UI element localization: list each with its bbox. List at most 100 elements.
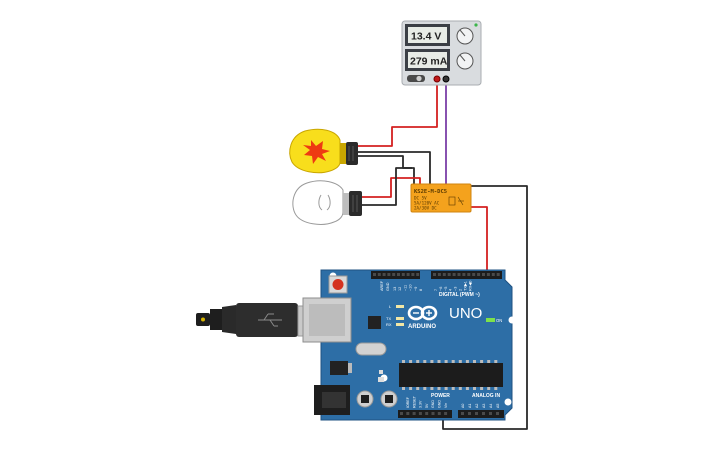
header-pin[interactable] [475, 412, 478, 415]
header-pin[interactable] [392, 273, 396, 276]
header-pin[interactable] [412, 412, 416, 415]
chip-pin [465, 360, 469, 363]
header-pin[interactable] [491, 273, 495, 276]
chip-pin [473, 387, 476, 390]
aref-label: AREF [380, 280, 384, 291]
psu-status-led [474, 23, 478, 27]
chip-pin [416, 360, 420, 363]
header-pin[interactable] [467, 273, 471, 276]
led-tx-label: TX [386, 316, 391, 321]
header-pin[interactable] [461, 412, 464, 415]
header-pin[interactable] [477, 273, 481, 276]
on-label: ON [496, 318, 502, 323]
digital-pin-label: ~9 [414, 287, 418, 291]
power-supply[interactable]: 13.4 V 279 mA [401, 20, 482, 86]
chip-pin [451, 360, 455, 363]
digital-header[interactable] [371, 271, 502, 279]
digital-pin-label: RX◀0 [468, 281, 472, 291]
header-pin[interactable] [444, 412, 448, 415]
wire-bulb1-return[interactable] [357, 151, 431, 186]
digital-pin-label: ~6 [439, 287, 443, 291]
power-pin-label: Vin [444, 403, 448, 408]
header-pin[interactable] [411, 273, 415, 276]
header-pin[interactable] [437, 273, 441, 276]
header-pin[interactable] [462, 273, 466, 276]
power-pin-label: RESET [412, 395, 416, 408]
power-on-led [486, 318, 495, 322]
psu-positive-terminal[interactable] [433, 75, 441, 83]
header-pin[interactable] [452, 273, 456, 276]
header-pin[interactable] [468, 412, 471, 415]
relay-module[interactable]: KS2E-M-DC5 DC 5V 5A/120V AC 2A/30V DC [410, 183, 472, 213]
header-pin[interactable] [442, 273, 446, 276]
relay-spec-1: DC 5V [414, 196, 427, 201]
power-toggle[interactable] [407, 75, 425, 82]
header-pin[interactable] [486, 273, 490, 276]
chip-pin [423, 387, 427, 390]
relay-model-label: KS2E-M-DC5 [414, 189, 447, 195]
wire-psu-red-to-bulb[interactable] [357, 80, 438, 147]
power-header[interactable] [398, 410, 504, 418]
digital-pin-label: TX▶1 [463, 281, 467, 291]
header-pin[interactable] [377, 273, 381, 276]
digital-pin-label: 8 [419, 289, 423, 291]
header-pin[interactable] [397, 273, 400, 276]
header-pin[interactable] [387, 273, 391, 276]
power-label: POWER [431, 393, 450, 399]
arduino-logo-icon [407, 305, 438, 321]
wire-relay-to-bulb2-red[interactable] [362, 177, 421, 198]
header-pin[interactable] [433, 273, 436, 276]
header-pin[interactable] [400, 412, 403, 415]
header-pin[interactable] [373, 273, 376, 276]
chip-pin [402, 387, 405, 390]
wire-bulb1-to-relay[interactable] [357, 155, 415, 186]
header-pin[interactable] [437, 412, 441, 415]
bulb-glow-icon [303, 140, 330, 164]
header-pin[interactable] [416, 273, 420, 276]
header-pin[interactable] [496, 412, 499, 415]
chip-pin [409, 387, 413, 390]
chip-pin [487, 387, 491, 390]
wire-relay-signal-red[interactable] [470, 206, 488, 278]
header-pin[interactable] [447, 273, 451, 276]
light-bulb-on[interactable] [289, 128, 358, 174]
voltage-display: 13.4 V [411, 31, 441, 43]
chip-pin [416, 387, 420, 390]
header-pin[interactable] [472, 273, 476, 276]
digital-pin-label: ~3 [454, 287, 458, 291]
light-bulb-off[interactable] [292, 180, 362, 225]
header-pin[interactable] [457, 273, 461, 276]
chip-pin [444, 360, 448, 363]
header-pin[interactable] [496, 273, 500, 276]
header-pin[interactable] [382, 273, 386, 276]
relay-schematic-icon [448, 196, 464, 206]
chip-pin [430, 360, 434, 363]
header-pin[interactable] [418, 412, 422, 415]
wire-bulb2-black[interactable] [362, 167, 412, 206]
analog-pin-label: A2 [475, 404, 479, 408]
gnd-label: GND [386, 282, 390, 291]
chip-pin [402, 360, 405, 363]
chip-pin [487, 360, 491, 363]
usb-cable[interactable] [196, 303, 317, 337]
header-pin[interactable] [482, 412, 485, 415]
header-pin[interactable] [482, 273, 485, 276]
digital-pin-label: 7 [434, 289, 438, 291]
led-l-label: L [389, 304, 392, 309]
wire-relay-gnd-black[interactable] [442, 185, 528, 430]
header-pin[interactable] [431, 412, 435, 415]
psu-negative-terminal[interactable] [442, 75, 450, 83]
digital-pin-label: 4 [449, 289, 453, 291]
header-pin[interactable] [406, 412, 410, 415]
header-pin[interactable] [425, 412, 429, 415]
header-pin[interactable] [489, 412, 492, 415]
header-pin[interactable] [406, 273, 410, 276]
usb-icon [258, 313, 282, 327]
digital-pin-label: ~5 [444, 287, 448, 291]
chip-pin [458, 387, 462, 390]
chip-pin [444, 387, 448, 390]
header-pin[interactable] [401, 273, 405, 276]
led-rx-label: RX [386, 322, 392, 327]
